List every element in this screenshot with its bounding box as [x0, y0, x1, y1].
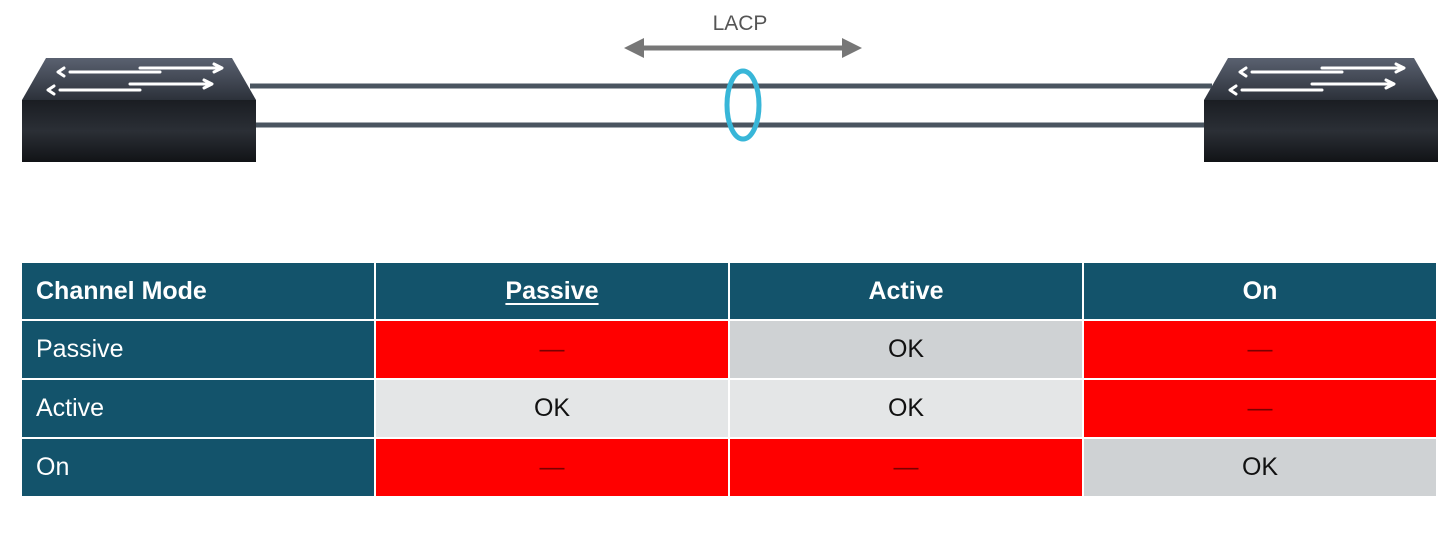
channel-mode-compatibility-table: Channel Mode Passive Active On Passive —…: [20, 261, 1438, 498]
corner-header: Channel Mode: [20, 261, 376, 321]
cell-active-active: OK: [728, 378, 1084, 439]
cell-on-passive: —: [374, 437, 730, 498]
table-header-row: Channel Mode Passive Active On: [20, 261, 1438, 321]
column-header-passive: Passive: [374, 261, 730, 321]
lacp-label: LACP: [712, 12, 768, 35]
cell-active-on: —: [1082, 378, 1438, 439]
switch-right-icon: [1204, 58, 1438, 162]
row-header-on: On: [20, 437, 376, 498]
column-header-passive-label: Passive: [505, 276, 599, 305]
column-header-active: Active: [728, 261, 1084, 321]
table-row: On — — OK: [20, 437, 1438, 498]
cell-on-active: —: [728, 437, 1084, 498]
switch-left-icon: [22, 58, 256, 162]
table-row: Active OK OK —: [20, 378, 1438, 439]
row-header-active: Active: [20, 378, 376, 439]
etherchannel-diagram: [22, 38, 1438, 162]
cell-passive-passive: —: [374, 319, 730, 380]
cell-on-on: OK: [1082, 437, 1438, 498]
cell-active-passive: OK: [374, 378, 730, 439]
cell-passive-on: —: [1082, 319, 1438, 380]
table-row: Passive — OK —: [20, 319, 1438, 380]
cell-passive-active: OK: [728, 319, 1084, 380]
column-header-on: On: [1082, 261, 1438, 321]
row-header-passive: Passive: [20, 319, 376, 380]
etherchannel-bundle-icon: [724, 68, 762, 142]
